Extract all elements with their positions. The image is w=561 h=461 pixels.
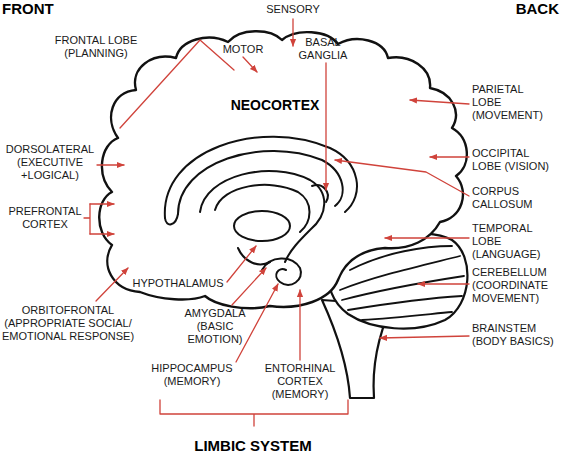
region-label: ENTORHINAL CORTEX (MEMORY): [261, 362, 339, 401]
leader-line: [410, 100, 469, 104]
leader-line: [418, 283, 469, 284]
system-heading: LIMBIC SYSTEM: [173, 437, 333, 454]
fornix-arc: [200, 171, 324, 262]
leader-line: [335, 160, 469, 196]
leader-line: [325, 63, 326, 190]
region-label: HIPPOCAMPUS (MEMORY): [148, 362, 236, 388]
corpus-callosum-end: [165, 214, 178, 224]
leader-line: [96, 268, 128, 301]
leader-line: [299, 290, 300, 360]
corpus-callosum-arc: [165, 137, 357, 218]
direction-heading: FRONT: [2, 0, 82, 17]
fornix-arc: [215, 185, 310, 232]
region-label: TEMPORAL LOBE (LANGUAGE): [472, 222, 548, 261]
region-label: PREFRONTAL CORTEX: [5, 205, 85, 231]
leader-line: [232, 268, 266, 305]
region-label: HYPOTHALAMUS: [128, 277, 228, 290]
limbic-bracket: [160, 400, 348, 426]
region-heading: NEOCORTEX: [210, 97, 340, 113]
leader-line: [385, 237, 469, 238]
leader-line: [227, 246, 256, 282]
direction-heading: BACK: [479, 0, 559, 17]
region-label: PARIETAL LOBE (MOVEMENT): [472, 83, 548, 122]
region-label: DORSOLATERAL (EXECUTIVE +LOGICAL): [2, 143, 98, 182]
leader-line: [236, 284, 278, 362]
leader-line: [292, 19, 293, 46]
region-label: CEREBELLUM (COORDINATE MOVEMENT): [472, 266, 554, 305]
region-label: SENSORY: [258, 3, 328, 16]
region-label: CORPUS CALLOSUM: [472, 185, 548, 211]
region-label: BASAL GANGLIA: [292, 36, 354, 62]
cerebellum-fold: [348, 296, 462, 310]
leader-line: [380, 336, 469, 338]
thalamus-shape: [234, 211, 290, 241]
region-label: ORBITOFRONTAL (APPROPRIATE SOCIAL/ EMOTI…: [0, 304, 136, 343]
region-label: MOTOR: [213, 43, 273, 56]
region-label: BRAINSTEM (BODY BASICS): [472, 322, 558, 348]
region-label: FRONTAL LOBE (PLANNING): [49, 34, 144, 60]
leader-line: [90, 233, 114, 234]
region-label: AMYGDALA (BASIC EMOTION): [181, 307, 249, 346]
frontal-bracket: [120, 40, 234, 128]
leader-line: [90, 203, 114, 204]
cerebellum-fold: [362, 312, 452, 320]
leader-line: [97, 164, 124, 165]
prefrontal-bracket: [84, 204, 90, 234]
leader-line: [430, 156, 469, 157]
leader-line: [243, 57, 257, 72]
cerebellum-fold: [340, 256, 460, 290]
region-label: OCCIPITAL LOBE (VISION): [472, 147, 554, 173]
